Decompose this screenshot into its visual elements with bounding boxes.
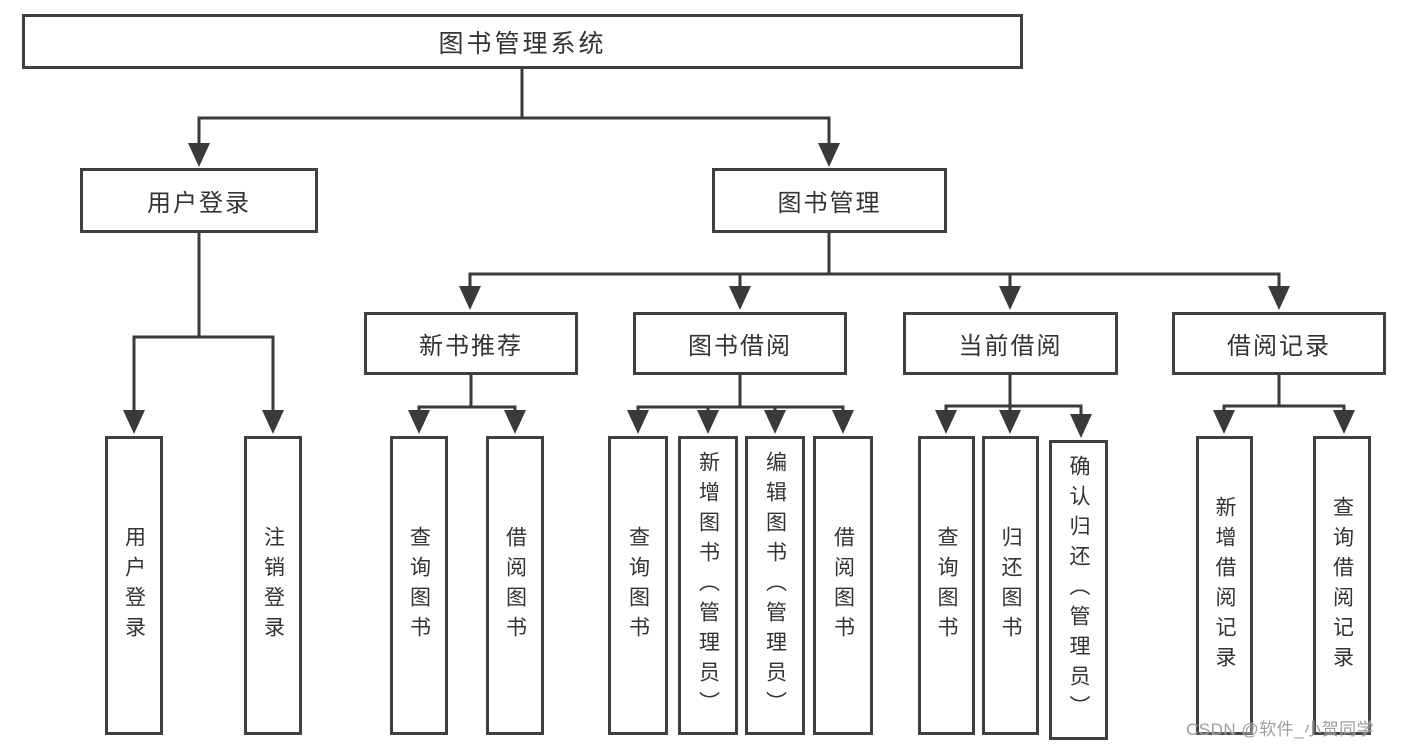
node-rec-borrow-books: 借阅图书 <box>486 436 544 735</box>
node-logout: 注销登录 <box>244 436 302 735</box>
node-label: 图书管理 <box>777 190 882 217</box>
node-user-login: 用户登录 <box>80 168 318 233</box>
node-library-management-system: 图书管理系统 <box>22 14 1023 69</box>
node-label: 归还图书 <box>999 525 1023 646</box>
node-label: 查询图书 <box>407 525 431 646</box>
node-label: 确认归还（管理员） <box>1067 455 1091 725</box>
node-label: 编辑图书（管理员） <box>763 450 787 721</box>
arrowheads <box>123 143 1355 438</box>
node-label: 新书推荐 <box>419 333 523 360</box>
csdn-watermark: CSDN @软件_小贺同学 <box>1186 720 1375 739</box>
node-label: 用户登录 <box>147 190 251 217</box>
node-label: 借阅记录 <box>1227 333 1331 360</box>
node-label: 图书借阅 <box>688 333 792 360</box>
node-bb-add-books-admin: 新增图书（管理员） <box>678 436 738 735</box>
node-borrowing-records: 借阅记录 <box>1172 312 1386 375</box>
node-label: 当前借阅 <box>958 333 1063 360</box>
node-bb-edit-books-admin: 编辑图书（管理员） <box>745 436 805 735</box>
node-label: 借阅图书 <box>503 525 527 646</box>
node-label: 图书管理系统 <box>438 29 607 58</box>
node-label: 注销登录 <box>261 525 285 646</box>
node-rec-query-books: 查询图书 <box>390 436 448 735</box>
node-label: 查询图书 <box>935 525 959 646</box>
tree-edges <box>132 65 1346 423</box>
node-bb-query-books: 查询图书 <box>608 436 668 735</box>
node-cb-return-books: 归还图书 <box>982 436 1039 735</box>
node-label: 新增借阅记录 <box>1213 495 1237 676</box>
node-cb-query-books: 查询图书 <box>918 436 975 735</box>
node-current-borrowing: 当前借阅 <box>903 312 1118 375</box>
node-book-management: 图书管理 <box>712 168 947 233</box>
node-cb-confirm-return-admin: 确认归还（管理员） <box>1049 440 1108 740</box>
node-br-query-borrow-record: 查询借阅记录 <box>1313 436 1371 735</box>
node-label: 新增图书（管理员） <box>696 450 720 721</box>
node-br-add-borrow-record: 新增借阅记录 <box>1196 436 1253 735</box>
node-label: 用户登录 <box>122 525 146 646</box>
node-bb-borrow-books: 借阅图书 <box>813 436 873 735</box>
node-new-book-recommend: 新书推荐 <box>364 312 578 375</box>
node-user-login-leaf: 用户登录 <box>105 436 163 735</box>
node-label: 借阅图书 <box>831 525 855 646</box>
node-book-borrowing: 图书借阅 <box>633 312 847 375</box>
node-label: 查询图书 <box>626 525 650 646</box>
node-label: 查询借阅记录 <box>1330 495 1354 676</box>
